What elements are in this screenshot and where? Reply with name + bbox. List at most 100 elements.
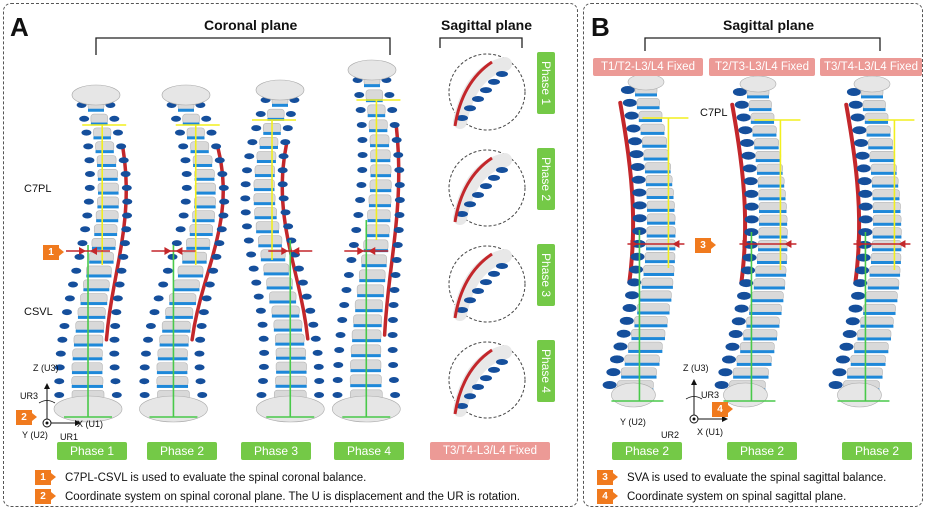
- vertebra: [644, 150, 669, 159]
- vertebra: [872, 240, 901, 249]
- disc: [647, 196, 674, 199]
- transverse-process: [286, 111, 296, 117]
- disc: [851, 363, 886, 366]
- vertebra: [637, 304, 669, 313]
- transverse-process: [334, 347, 344, 353]
- coronal-spine-2: [139, 85, 229, 422]
- spinous-process: [743, 164, 757, 172]
- disc: [267, 286, 293, 289]
- disc: [753, 134, 777, 137]
- vertebra: [97, 197, 118, 206]
- transverse-process: [140, 392, 150, 398]
- transverse-process: [119, 157, 129, 163]
- transverse-process: [294, 266, 304, 272]
- vertebra: [753, 126, 777, 135]
- disc: [637, 106, 660, 109]
- transverse-process: [112, 392, 122, 398]
- badge-2: 2: [16, 410, 32, 425]
- transverse-process: [196, 378, 206, 384]
- vertebra: [97, 155, 116, 164]
- disc: [865, 121, 888, 124]
- vertebra: [276, 362, 306, 372]
- spinous-process: [849, 305, 863, 313]
- note-2: 2 Coordinate system on spinal coronal pl…: [35, 489, 520, 504]
- transverse-process: [256, 392, 266, 398]
- transverse-process: [391, 272, 401, 278]
- vertebra: [86, 266, 111, 275]
- vertebra: [257, 151, 276, 161]
- disc: [195, 192, 216, 195]
- disc: [272, 315, 299, 318]
- disc: [635, 93, 657, 96]
- atlas: [348, 60, 396, 80]
- disc: [871, 261, 901, 264]
- vertebra: [195, 183, 216, 192]
- fixed-tag-b3: T3/T4-L3/L4 Fixed: [820, 58, 922, 76]
- transverse-process: [139, 378, 149, 384]
- vertebra: [743, 330, 777, 339]
- vertebra: [364, 240, 388, 250]
- spinous-process: [630, 253, 644, 261]
- disc: [631, 337, 665, 340]
- spinous-process: [849, 101, 863, 109]
- spinous-process: [839, 343, 853, 351]
- axis-ur1-label-a: UR1: [60, 432, 78, 442]
- axis-y-label-b: Y (U2): [620, 417, 646, 427]
- vertebra: [96, 211, 118, 220]
- disc: [261, 258, 285, 261]
- vertebra: [194, 197, 215, 206]
- transverse-process: [211, 254, 221, 260]
- transverse-process: [390, 392, 400, 398]
- disc: [258, 244, 282, 247]
- transverse-process: [171, 116, 181, 122]
- disc: [873, 223, 901, 226]
- vertical-phase-3-tag: Phase 3: [537, 244, 555, 306]
- vertebra: [758, 240, 787, 249]
- disc: [641, 132, 665, 135]
- spinous-process: [715, 381, 729, 389]
- detail-process: [496, 71, 508, 77]
- disc: [94, 233, 117, 236]
- transverse-process: [195, 337, 205, 343]
- detail-process: [464, 393, 476, 399]
- transverse-process: [121, 226, 131, 232]
- vertebra: [186, 238, 210, 247]
- disc: [640, 299, 672, 302]
- vertebra: [369, 195, 391, 205]
- atlas: [72, 85, 120, 105]
- transverse-process: [74, 254, 84, 260]
- spinous-process: [852, 126, 866, 134]
- spinous-process: [741, 152, 755, 160]
- disc: [157, 385, 188, 388]
- spinous-process: [737, 113, 751, 121]
- note-1-badge: 1: [35, 470, 51, 485]
- transverse-process: [247, 139, 257, 145]
- transverse-process: [84, 199, 94, 205]
- transverse-process: [85, 171, 95, 177]
- detail-process: [464, 105, 476, 111]
- vertebra: [269, 292, 296, 302]
- vertebra: [366, 90, 383, 100]
- disc: [749, 108, 772, 111]
- fixed-tag-b1: T1/T2-L3/L4 Fixed: [593, 58, 703, 76]
- vertebra: [640, 291, 672, 300]
- disc: [757, 261, 787, 264]
- transverse-process: [241, 181, 251, 187]
- disc: [275, 385, 306, 388]
- skull-base: [854, 76, 890, 92]
- disc: [190, 233, 213, 236]
- vertebra: [757, 253, 787, 262]
- spinous-process: [744, 177, 758, 185]
- transverse-process: [390, 122, 400, 128]
- disc: [645, 170, 671, 173]
- transverse-process: [336, 332, 346, 338]
- transverse-process: [281, 209, 291, 215]
- vertebra: [873, 190, 900, 199]
- vertebra: [96, 142, 114, 151]
- transverse-process: [305, 308, 315, 314]
- transverse-process: [84, 157, 94, 163]
- axis-ur3-label-a: UR3: [20, 391, 38, 401]
- transverse-process: [62, 309, 72, 315]
- detail-process: [464, 297, 476, 303]
- arrowhead: [175, 247, 182, 255]
